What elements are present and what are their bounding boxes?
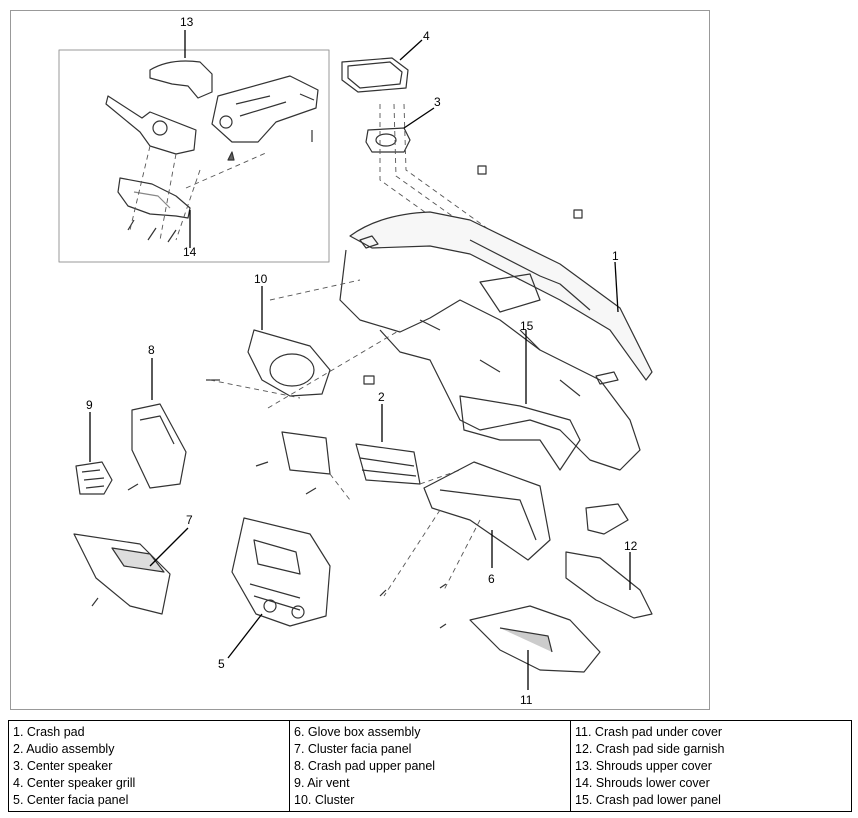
diagram-frame [10, 10, 710, 710]
legend-item: 2. Audio assembly [13, 742, 115, 756]
cluster-facia-panel [73, 533, 171, 615]
center-speaker [365, 127, 411, 153]
callout-15: 15 [520, 319, 534, 333]
shrouds-lower-cover [117, 177, 191, 219]
cluster-leaders [209, 279, 401, 409]
callout-9: 9 [86, 398, 93, 412]
legend-item: 4. Center speaker grill [13, 776, 136, 790]
parts-legend-table: 1. Crash pad 2. Audio assembly 3. Center… [8, 720, 852, 812]
crash-pad-side-garnish [565, 551, 653, 619]
callout-4: 4 [423, 29, 430, 43]
steering-column [211, 75, 319, 161]
crash-pad-upper-panel [127, 403, 187, 491]
legend-item: 7. Cluster facia panel [294, 742, 412, 756]
legend-column-3: 11. Crash pad under cover 12. Crash pad … [571, 721, 851, 811]
legend-item: 13. Shrouds upper cover [575, 759, 712, 773]
legend-item: 3. Center speaker [13, 759, 113, 773]
crash-pad-lower-panel [459, 395, 581, 471]
cluster [206, 329, 331, 397]
center-facia-panel [231, 517, 331, 627]
glovebox-leaders [383, 509, 481, 597]
audio-leaders [329, 469, 461, 501]
callout-3: 3 [434, 95, 441, 109]
crash-pad-under-cover [469, 605, 601, 673]
legend-item: 12. Crash pad side garnish [575, 742, 725, 756]
audio-assembly [355, 443, 421, 485]
legend-column-2: 6. Glove box assembly 7. Cluster facia p… [290, 721, 571, 811]
callout-1: 1 [612, 249, 619, 263]
crash-pad [339, 211, 653, 471]
legend-item: 15. Crash pad lower panel [575, 793, 721, 807]
callout-12: 12 [624, 539, 638, 553]
center-speaker-grill [341, 57, 409, 93]
callout-11: 11 [520, 693, 533, 707]
callout-5: 5 [218, 657, 225, 671]
legend-item: 9. Air vent [294, 776, 350, 790]
air-vent [75, 461, 113, 495]
callout-7: 7 [186, 513, 193, 527]
steering-column-inset-box [58, 49, 330, 263]
center-bracket [255, 431, 331, 495]
callout-2: 2 [378, 390, 385, 404]
mounting-clips [363, 165, 583, 385]
legend-item: 6. Glove box assembly [294, 725, 421, 739]
shrouds-upper-cover [149, 60, 213, 99]
callout-8: 8 [148, 343, 155, 357]
legend-item: 10. Cluster [294, 793, 355, 807]
glove-box-assembly [423, 461, 551, 561]
legend-item: 5. Center facia panel [13, 793, 129, 807]
inset-leaders [129, 145, 269, 241]
legend-item: 14. Shrouds lower cover [575, 776, 710, 790]
callout-10: 10 [254, 272, 268, 286]
legend-item: 11. Crash pad under cover [575, 725, 723, 739]
callout-6: 6 [488, 572, 495, 586]
small-clips [379, 583, 447, 629]
exploded-view-drawing [58, 30, 653, 690]
legend-column-1: 1. Crash pad 2. Audio assembly 3. Center… [9, 721, 290, 811]
multifunction-switch [105, 95, 197, 155]
side-air-vent [585, 503, 629, 535]
callout-13: 13 [180, 15, 194, 29]
callout-14: 14 [183, 245, 197, 259]
legend-item: 1. Crash pad [13, 725, 85, 739]
callout-leaders [89, 30, 631, 690]
legend-item: 8. Crash pad upper panel [294, 759, 436, 773]
